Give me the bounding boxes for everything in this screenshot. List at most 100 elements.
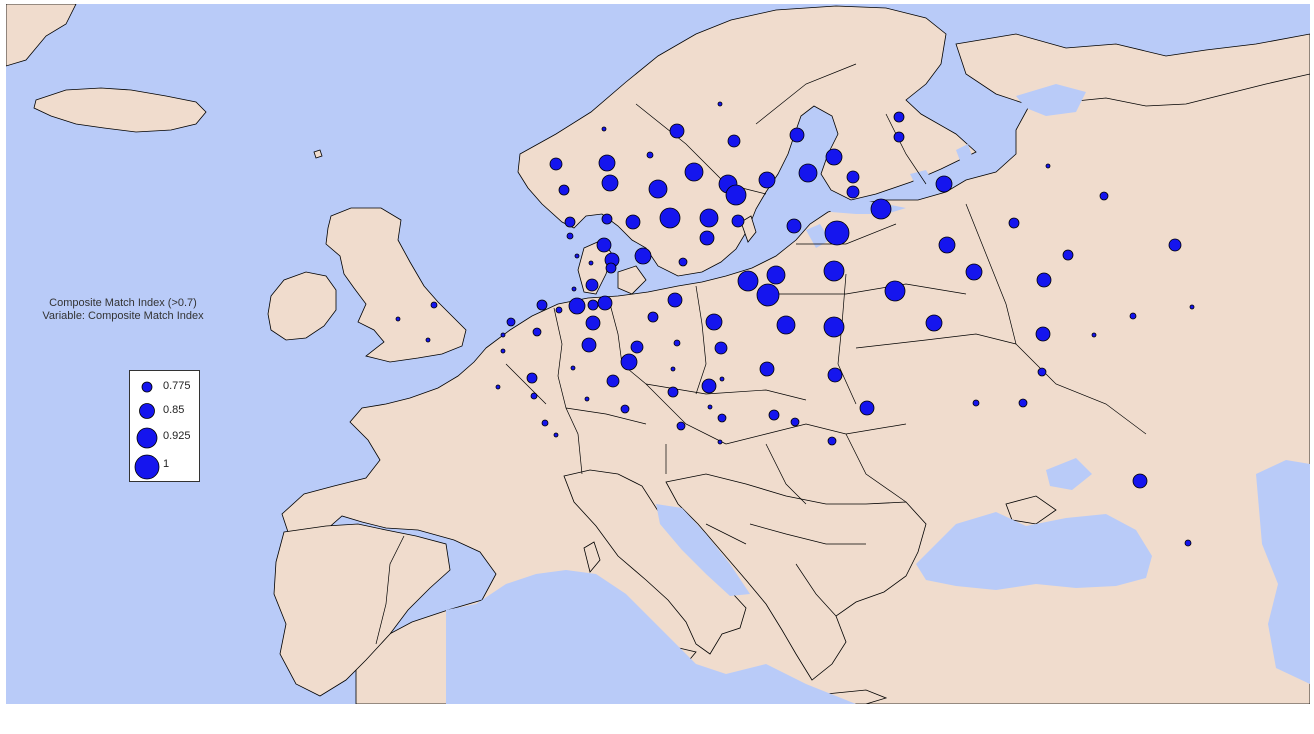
data-symbol[interactable] bbox=[717, 413, 727, 423]
data-symbol[interactable] bbox=[670, 366, 676, 372]
data-symbol[interactable] bbox=[859, 400, 875, 416]
data-symbol[interactable] bbox=[1091, 332, 1097, 338]
data-symbol[interactable] bbox=[648, 179, 668, 199]
data-symbol[interactable] bbox=[705, 313, 723, 331]
data-symbol[interactable] bbox=[1035, 326, 1051, 342]
data-symbol[interactable] bbox=[1132, 473, 1148, 489]
data-symbol[interactable] bbox=[601, 126, 607, 132]
data-symbol[interactable] bbox=[825, 148, 843, 166]
data-symbol[interactable] bbox=[1008, 217, 1020, 229]
data-symbol[interactable] bbox=[731, 214, 745, 228]
data-symbol[interactable] bbox=[630, 340, 644, 354]
data-symbol[interactable] bbox=[620, 404, 630, 414]
map-frame[interactable] bbox=[6, 4, 1310, 704]
data-symbol[interactable] bbox=[598, 154, 616, 172]
data-symbol[interactable] bbox=[566, 232, 574, 240]
data-symbol[interactable] bbox=[395, 316, 401, 322]
data-symbol[interactable] bbox=[884, 280, 906, 302]
data-symbol[interactable] bbox=[786, 218, 802, 234]
data-symbol[interactable] bbox=[1184, 539, 1192, 547]
data-symbol[interactable] bbox=[846, 170, 860, 184]
data-symbol[interactable] bbox=[893, 131, 905, 143]
data-symbol[interactable] bbox=[935, 175, 953, 193]
data-symbol[interactable] bbox=[532, 327, 542, 337]
data-symbol[interactable] bbox=[938, 236, 956, 254]
data-symbol[interactable] bbox=[1045, 163, 1051, 169]
data-symbol[interactable] bbox=[620, 353, 638, 371]
data-symbol[interactable] bbox=[625, 214, 641, 230]
data-symbol[interactable] bbox=[606, 374, 620, 388]
data-symbol[interactable] bbox=[584, 396, 590, 402]
data-symbol[interactable] bbox=[725, 184, 747, 206]
europe-map[interactable] bbox=[6, 4, 1310, 704]
data-symbol[interactable] bbox=[717, 101, 723, 107]
data-symbol[interactable] bbox=[1168, 238, 1182, 252]
data-symbol[interactable] bbox=[530, 392, 538, 400]
data-symbol[interactable] bbox=[581, 337, 597, 353]
data-symbol[interactable] bbox=[1036, 272, 1052, 288]
data-symbol[interactable] bbox=[585, 315, 601, 331]
data-symbols[interactable] bbox=[395, 101, 1195, 547]
data-symbol[interactable] bbox=[1018, 398, 1028, 408]
data-symbol[interactable] bbox=[601, 213, 613, 225]
data-symbol[interactable] bbox=[768, 409, 780, 421]
data-symbol[interactable] bbox=[585, 278, 599, 292]
data-symbol[interactable] bbox=[707, 404, 713, 410]
data-symbol[interactable] bbox=[673, 339, 681, 347]
data-symbol[interactable] bbox=[684, 162, 704, 182]
data-symbol[interactable] bbox=[1037, 367, 1047, 377]
data-symbol[interactable] bbox=[430, 301, 438, 309]
data-symbol[interactable] bbox=[678, 257, 688, 267]
data-symbol[interactable] bbox=[574, 253, 580, 259]
data-symbol[interactable] bbox=[647, 311, 659, 323]
data-symbol[interactable] bbox=[667, 386, 679, 398]
data-symbol[interactable] bbox=[727, 134, 741, 148]
data-symbol[interactable] bbox=[676, 421, 686, 431]
data-symbol[interactable] bbox=[699, 208, 719, 228]
data-symbol[interactable] bbox=[798, 163, 818, 183]
data-symbol[interactable] bbox=[605, 262, 617, 274]
data-symbol[interactable] bbox=[756, 283, 780, 307]
data-symbol[interactable] bbox=[634, 247, 652, 265]
data-symbol[interactable] bbox=[737, 270, 759, 292]
data-symbol[interactable] bbox=[759, 361, 775, 377]
data-symbol[interactable] bbox=[699, 230, 715, 246]
data-symbol[interactable] bbox=[965, 263, 983, 281]
data-symbol[interactable] bbox=[1062, 249, 1074, 261]
data-symbol[interactable] bbox=[766, 265, 786, 285]
data-symbol[interactable] bbox=[714, 341, 728, 355]
data-symbol[interactable] bbox=[823, 260, 845, 282]
data-symbol[interactable] bbox=[646, 151, 654, 159]
data-symbol[interactable] bbox=[789, 127, 805, 143]
data-symbol[interactable] bbox=[536, 299, 548, 311]
data-symbol[interactable] bbox=[972, 399, 980, 407]
data-symbol[interactable] bbox=[823, 316, 845, 338]
data-symbol[interactable] bbox=[500, 332, 506, 338]
data-symbol[interactable] bbox=[776, 315, 796, 335]
data-symbol[interactable] bbox=[570, 365, 576, 371]
data-symbol[interactable] bbox=[667, 292, 683, 308]
data-symbol[interactable] bbox=[568, 297, 586, 315]
data-symbol[interactable] bbox=[553, 432, 559, 438]
data-symbol[interactable] bbox=[555, 306, 563, 314]
data-symbol[interactable] bbox=[669, 123, 685, 139]
data-symbol[interactable] bbox=[893, 111, 905, 123]
data-symbol[interactable] bbox=[588, 260, 594, 266]
data-symbol[interactable] bbox=[425, 337, 431, 343]
data-symbol[interactable] bbox=[601, 174, 619, 192]
data-symbol[interactable] bbox=[506, 317, 516, 327]
data-symbol[interactable] bbox=[571, 286, 577, 292]
data-symbol[interactable] bbox=[564, 216, 576, 228]
data-symbol[interactable] bbox=[659, 207, 681, 229]
data-symbol[interactable] bbox=[1129, 312, 1137, 320]
data-symbol[interactable] bbox=[717, 439, 723, 445]
data-symbol[interactable] bbox=[526, 372, 538, 384]
data-symbol[interactable] bbox=[925, 314, 943, 332]
data-symbol[interactable] bbox=[824, 220, 850, 246]
data-symbol[interactable] bbox=[827, 436, 837, 446]
data-symbol[interactable] bbox=[500, 348, 506, 354]
data-symbol[interactable] bbox=[1189, 304, 1195, 310]
data-symbol[interactable] bbox=[541, 419, 549, 427]
data-symbol[interactable] bbox=[596, 237, 612, 253]
data-symbol[interactable] bbox=[597, 295, 613, 311]
